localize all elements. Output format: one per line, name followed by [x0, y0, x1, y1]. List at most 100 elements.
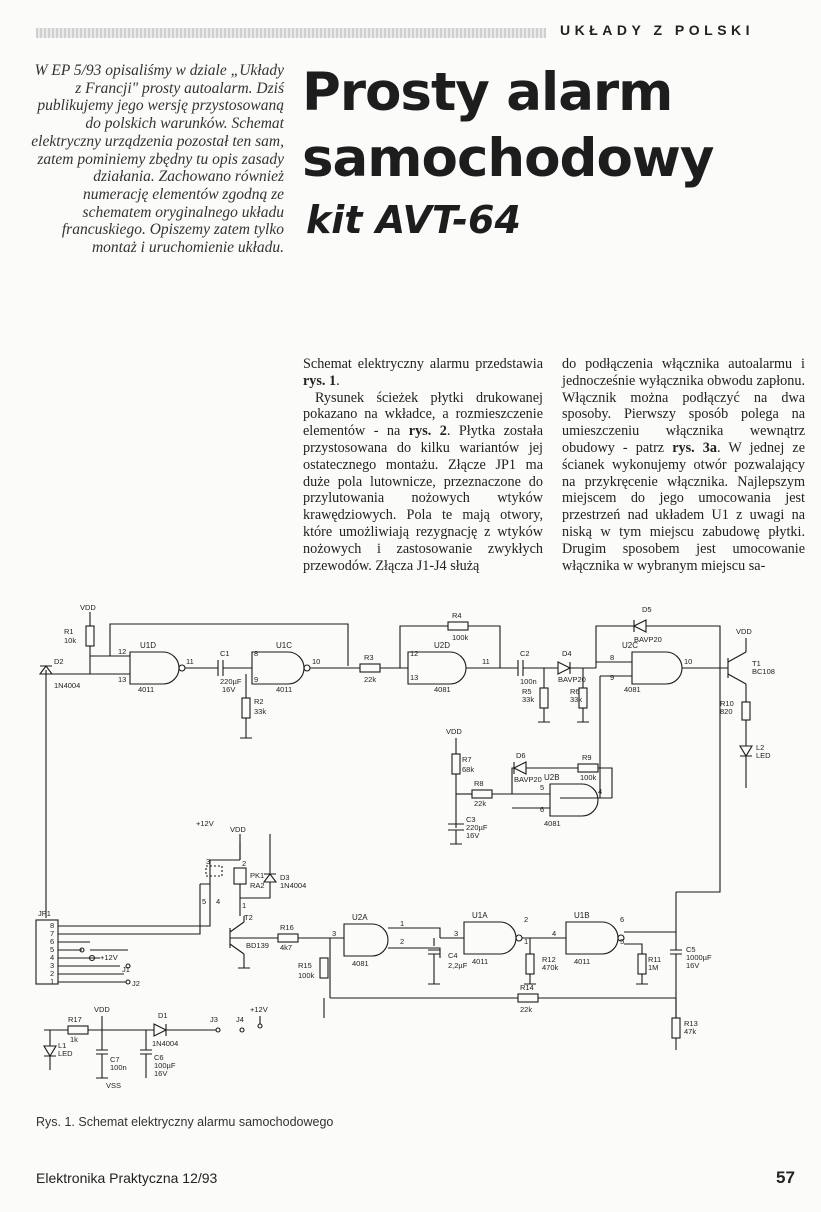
svg-text:U2A: U2A	[352, 913, 368, 922]
svg-text:33k: 33k	[254, 707, 266, 716]
svg-text:9: 9	[610, 673, 614, 682]
svg-text:BAVP20: BAVP20	[634, 635, 662, 644]
svg-text:3: 3	[454, 929, 458, 938]
svg-text:R7: R7	[462, 755, 472, 764]
svg-text:16V: 16V	[686, 961, 699, 970]
svg-text:VDD: VDD	[94, 1005, 110, 1014]
svg-text:6: 6	[540, 805, 544, 814]
svg-text:22k: 22k	[520, 1005, 532, 1014]
svg-text:PK1: PK1	[250, 871, 264, 880]
figure-caption: Rys. 1. Schemat elektryczny alarmu samoc…	[36, 1115, 334, 1129]
svg-text:3: 3	[332, 929, 336, 938]
svg-text:1000µF: 1000µF	[686, 953, 712, 962]
svg-text:10: 10	[312, 657, 320, 666]
svg-text:D3: D3	[280, 873, 290, 882]
svg-text:2: 2	[524, 915, 528, 924]
svg-text:4011: 4011	[276, 685, 292, 694]
figure-ref: rys. 1	[303, 372, 337, 389]
svg-text:D1: D1	[158, 1011, 168, 1020]
svg-text:11: 11	[482, 657, 490, 666]
svg-text:D6: D6	[516, 751, 526, 760]
svg-text:1: 1	[400, 919, 404, 928]
svg-text:LED: LED	[756, 751, 771, 760]
title-line-2: samochodowy	[302, 128, 714, 189]
svg-text:R12: R12	[542, 955, 556, 964]
svg-text:VDD: VDD	[80, 603, 96, 612]
svg-text:U1A: U1A	[472, 911, 488, 920]
svg-text:1: 1	[242, 901, 246, 910]
svg-text:100k: 100k	[452, 633, 469, 642]
svg-text:BAVP20: BAVP20	[514, 775, 542, 784]
svg-text:C2: C2	[520, 649, 530, 658]
svg-text:68k: 68k	[462, 765, 474, 774]
article-title: Prosty alarm samochodowy	[302, 60, 802, 192]
svg-text:R15: R15	[298, 961, 312, 970]
svg-text:6: 6	[620, 915, 624, 924]
svg-text:1: 1	[50, 977, 54, 986]
svg-text:2: 2	[50, 969, 54, 978]
svg-text:5: 5	[202, 897, 206, 906]
svg-text:16V: 16V	[154, 1069, 167, 1078]
svg-text:C1: C1	[220, 649, 230, 658]
svg-text:BD139: BD139	[246, 941, 269, 950]
svg-text:R17: R17	[68, 1015, 82, 1024]
svg-text:220µF: 220µF	[466, 823, 488, 832]
svg-text:5: 5	[620, 937, 624, 946]
svg-text:R4: R4	[452, 611, 462, 620]
svg-text:R11: R11	[648, 955, 661, 964]
svg-text:6: 6	[50, 937, 54, 946]
svg-text:100µF: 100µF	[154, 1061, 176, 1070]
svg-text:47k: 47k	[684, 1027, 696, 1036]
svg-text:4k7: 4k7	[280, 943, 292, 952]
svg-text:2: 2	[242, 859, 246, 868]
svg-text:100k: 100k	[298, 971, 315, 980]
svg-text:+12V: +12V	[196, 819, 214, 828]
kit-subtitle: kit AVT-64	[306, 198, 521, 242]
header-rule	[36, 28, 546, 38]
title-line-1: Prosty alarm	[302, 62, 673, 123]
section-label: UKŁADY Z POLSKI	[560, 22, 755, 38]
svg-text:4011: 4011	[472, 957, 488, 966]
svg-text:U1B: U1B	[574, 911, 590, 920]
svg-text:LED: LED	[58, 1049, 73, 1058]
svg-text:R5: R5	[522, 687, 532, 696]
svg-text:D4: D4	[562, 649, 572, 658]
svg-text:8: 8	[50, 921, 54, 930]
svg-text:4081: 4081	[624, 685, 641, 694]
paragraph: Rysunek ścieżek płytki drukowanej pokaza…	[303, 389, 543, 574]
svg-text:3: 3	[206, 857, 210, 866]
svg-text:1M: 1M	[648, 963, 658, 972]
figure-ref: rys. 3a	[672, 439, 717, 456]
svg-text:4: 4	[216, 897, 220, 906]
svg-text:C5: C5	[686, 945, 696, 954]
svg-text:8: 8	[254, 649, 258, 658]
svg-text:J4: J4	[236, 1015, 244, 1024]
article-intro: W EP 5/93 opisaliśmy w dziale „Układy z …	[31, 62, 284, 257]
svg-text:4: 4	[598, 787, 602, 796]
svg-text:J3: J3	[210, 1015, 218, 1024]
svg-text:R10: R10	[720, 699, 734, 708]
svg-text:4011: 4011	[138, 685, 154, 694]
svg-text:R8: R8	[474, 779, 484, 788]
svg-text:10k: 10k	[64, 636, 76, 645]
svg-text:16V: 16V	[466, 831, 479, 840]
svg-text:22k: 22k	[364, 675, 376, 684]
svg-text:J2: J2	[132, 979, 140, 988]
svg-text:33k: 33k	[522, 695, 534, 704]
svg-text:220µF: 220µF	[220, 677, 242, 686]
svg-text:C7: C7	[110, 1055, 120, 1064]
svg-text:5: 5	[50, 945, 54, 954]
svg-text:1N4004: 1N4004	[54, 681, 80, 690]
svg-text:8: 8	[610, 653, 614, 662]
paragraph: Schemat elektryczny alarmu przedstawia r…	[303, 356, 543, 389]
svg-text:4: 4	[50, 953, 54, 962]
svg-text:1N4004: 1N4004	[152, 1039, 178, 1048]
svg-text:100n: 100n	[520, 677, 537, 686]
figure-ref: rys. 2	[408, 423, 447, 440]
svg-text:VDD: VDD	[446, 727, 462, 736]
svg-text:1: 1	[524, 937, 528, 946]
svg-text:4: 4	[552, 929, 556, 938]
svg-text:BC108: BC108	[752, 667, 775, 676]
svg-text:VDD: VDD	[736, 627, 752, 636]
